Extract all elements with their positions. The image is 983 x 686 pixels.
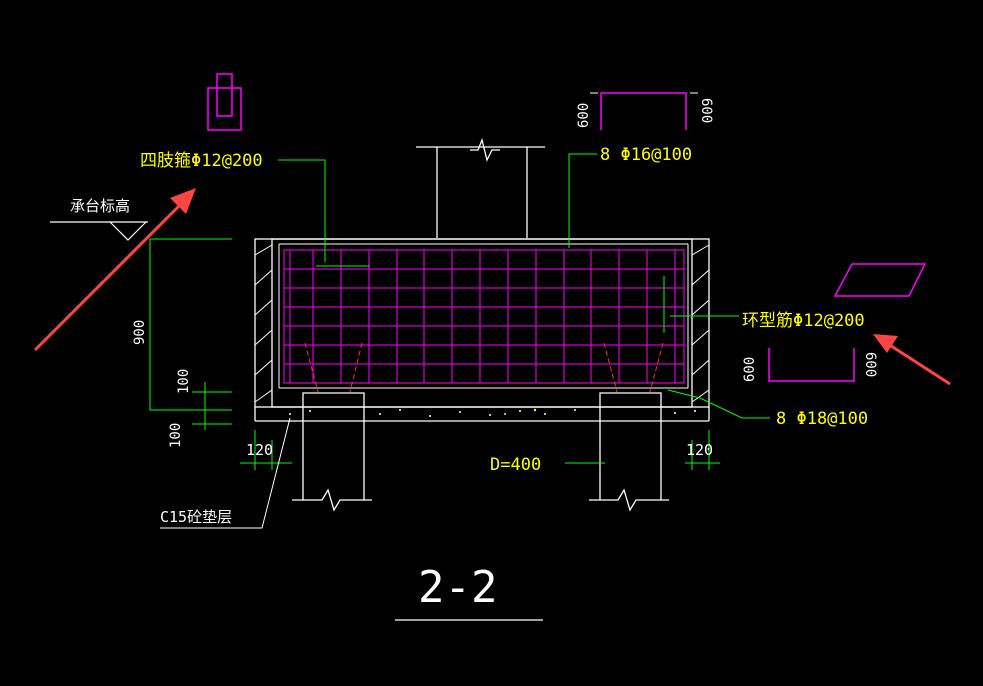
break-line-icon: [292, 488, 372, 512]
red-arrow-icon: [33, 188, 196, 352]
break-line-icon: [589, 488, 669, 512]
stirrup-label: 四肢箍Φ12@200: [140, 151, 263, 171]
dim-600-top-left: 600: [576, 103, 592, 128]
cushion-label: C15砼垫层: [160, 508, 232, 526]
dim-120-right: 120: [686, 441, 713, 459]
dim-600-top-right: 600: [698, 98, 714, 123]
elevation-triangle-icon: [50, 221, 148, 241]
leader-lines: [149, 153, 770, 470]
top-u-bar-detail: [600, 92, 687, 130]
ring-bars-label: 环型筋Φ12@200: [742, 311, 865, 331]
pile-cap: [254, 238, 710, 422]
bottom-bars-label: 8 Φ18@100: [776, 409, 868, 429]
pile-diameter-label: D=400: [490, 455, 541, 475]
dim-600-right-left: 600: [742, 357, 758, 382]
column-stub: [416, 137, 545, 238]
rebar-grid: [283, 249, 685, 384]
section-title: 2-2: [418, 562, 497, 613]
piles: [292, 392, 669, 512]
dim-600-right-right: 600: [862, 352, 878, 377]
pile-anchor-bars: [304, 342, 664, 393]
dim-100-upper: 100: [176, 369, 192, 394]
ring-bar-detail: [768, 263, 927, 382]
cushion-leader: [160, 417, 291, 529]
dim-100-lower: 100: [168, 423, 184, 448]
stirrup-detail-icon: [207, 73, 242, 131]
red-arrow-icon: [873, 334, 951, 386]
cushion-layer: [289, 409, 696, 417]
dim-900: 900: [132, 320, 148, 345]
dim-120-left: 120: [246, 441, 273, 459]
top-bars-label: 8 Φ16@100: [600, 145, 692, 165]
break-line-icon: [470, 137, 500, 162]
cap-elevation-label: 承台标高: [70, 197, 130, 215]
